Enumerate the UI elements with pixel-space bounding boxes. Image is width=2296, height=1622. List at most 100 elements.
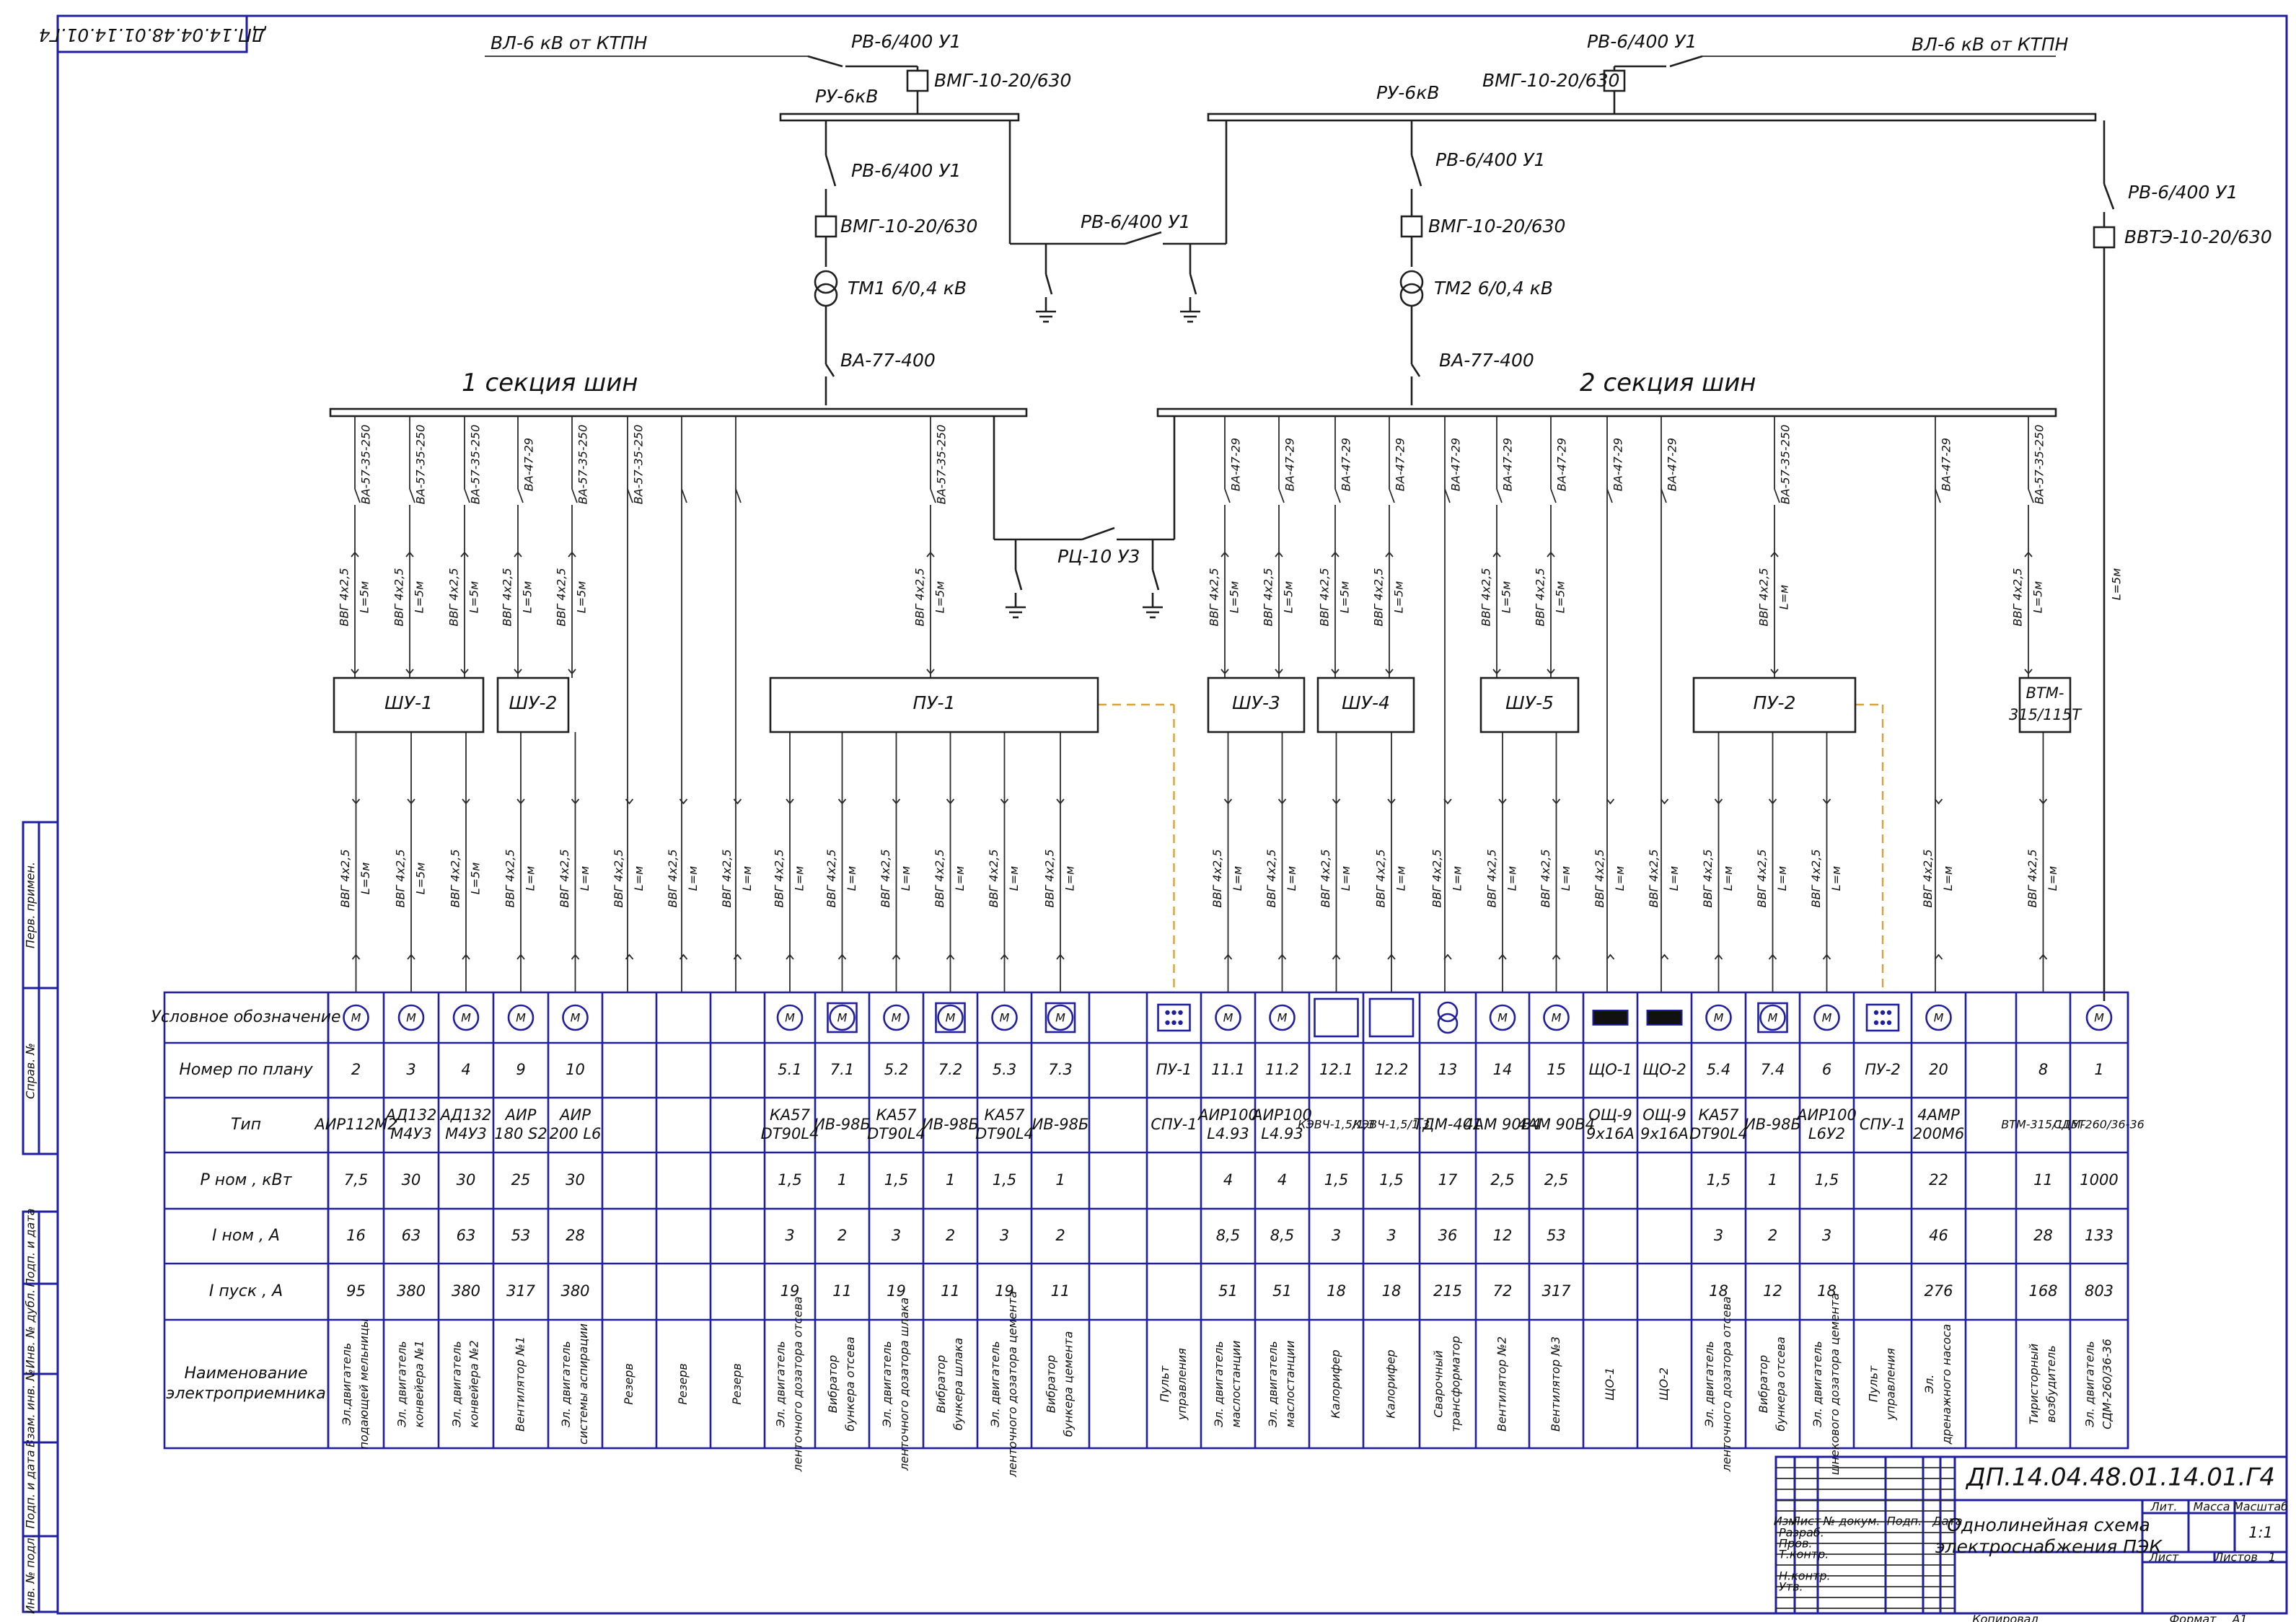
cabinet-label: ШУ-3	[1232, 692, 1280, 713]
drawing-frame	[56, 14, 2288, 1615]
cable-arrow	[1606, 953, 1615, 960]
cabinet-label: ШУ-2	[509, 692, 558, 713]
side-stamp-cell-inner	[22, 987, 40, 1155]
cell-value: 8	[2038, 1061, 2048, 1078]
cable-length: L=5м	[414, 863, 428, 895]
breaker-contact	[1496, 488, 1503, 503]
cell-value: 380	[452, 1282, 480, 1300]
consumer-name: подающей мельницы	[357, 1319, 371, 1450]
cable-arrow	[516, 953, 525, 960]
cell-value: ЩО-2	[1642, 1061, 1686, 1078]
motor-letter: M	[1000, 1011, 1010, 1025]
motor-letter: M	[571, 1011, 581, 1025]
cell-value: АД132	[384, 1106, 437, 1124]
bus-tie-rc: РЦ-10 У3	[1057, 546, 1140, 567]
cell-value: 168	[2028, 1282, 2057, 1300]
ru-left-label: РУ-6кВ	[815, 86, 879, 107]
breaker-contact	[409, 488, 415, 503]
cable-length: L=5м	[358, 581, 371, 614]
consumer-name: Калорифер	[1329, 1349, 1342, 1418]
cell-value: 1000	[2080, 1171, 2118, 1189]
cable-type: ВВГ 4х2,5	[1043, 849, 1057, 907]
cabinet-box	[1479, 676, 1580, 733]
cell-value: 8,5	[1216, 1227, 1240, 1244]
cell-value: 4	[1277, 1171, 1287, 1189]
cable-length: L=м	[1231, 866, 1244, 891]
cable-arrow	[1770, 551, 1779, 557]
consumer-name: Эл. двигатель	[880, 1341, 894, 1428]
cable-arrow	[351, 551, 359, 557]
cell-value: 2	[946, 1227, 955, 1244]
cell-value: М4У3	[445, 1125, 487, 1142]
hv-left-vmg: ВМГ-10-20/630	[934, 70, 1071, 91]
cell-value: 11.2	[1265, 1061, 1299, 1078]
motor-letter: M	[406, 1011, 416, 1025]
cable-type: ВВГ 4х2,5	[392, 568, 406, 626]
consumer-name: бункера шлака	[951, 1338, 965, 1431]
cell-value: 1	[837, 1171, 847, 1189]
tb-header: № докум.	[1823, 1515, 1881, 1528]
motor-letter: M	[1822, 1011, 1832, 1025]
cable-arrow	[460, 551, 469, 557]
cable-type: ВВГ 4х2,5	[913, 568, 927, 626]
symbol-M: M	[1489, 1004, 1516, 1031]
side-stamp-label: Подп. и дата	[24, 1209, 38, 1287]
cell-value: 5.1	[778, 1061, 801, 1078]
breaker-contact	[1389, 488, 1395, 503]
cable-arrow	[1660, 953, 1669, 960]
cell-value: 16	[346, 1227, 366, 1244]
cell-value: 46	[1929, 1227, 1948, 1244]
cable-type: ВВГ 4х2,5	[1262, 568, 1275, 626]
consumer-name: Эл. двигатель	[1811, 1341, 1824, 1428]
top-stamp: ДП.14.04.48.01.14.01.Г4	[39, 25, 267, 45]
cell-value: 276	[1924, 1282, 1953, 1300]
cable-arrow	[1443, 798, 1452, 805]
cabinet-box	[333, 676, 485, 733]
cable-type: ВВГ 4х2,5	[2011, 568, 2025, 626]
hv-motor-vvte: ВВТЭ-10-20/630	[2124, 226, 2272, 247]
consumer-name: Вибратор	[1756, 1355, 1770, 1413]
consumer-name: системы аспирации	[576, 1323, 590, 1445]
symbol-Mb: M	[827, 1002, 858, 1033]
cable-arrow	[625, 953, 634, 960]
cell-value: 2,5	[1544, 1171, 1568, 1189]
cell-value: 2,5	[1490, 1171, 1514, 1189]
cell-value: L6У2	[1808, 1125, 1845, 1142]
cell-value: 11	[1051, 1282, 1070, 1300]
breaker-contact	[1550, 488, 1557, 503]
cell-value: СПУ-1	[1860, 1116, 1906, 1133]
motor-letter: M	[1277, 1011, 1288, 1025]
cable-arrow	[1220, 669, 1229, 675]
hv-left-branch-vmg: ВМГ-10-20/630	[840, 216, 977, 237]
cable-length: L=м	[686, 866, 700, 891]
cabinet-label: ПУ-2	[1754, 692, 1796, 713]
cable-length: L=5м	[1554, 581, 1567, 614]
cable-arrow	[514, 551, 522, 557]
cable-arrow	[514, 669, 522, 675]
cable-arrow	[462, 798, 470, 805]
cell-value: 6	[1822, 1061, 1831, 1078]
hv-left-branch-rv: РВ-6/400 У1	[851, 160, 961, 181]
cell-value: КА57	[1699, 1106, 1740, 1124]
consumer-name: шнекового дозатора цемента	[1828, 1293, 1842, 1475]
cell-value: 28	[566, 1227, 585, 1244]
cabinet-box	[1316, 676, 1415, 733]
cable-arrow	[679, 798, 688, 805]
cell-value: 180 S2	[494, 1125, 547, 1142]
cable-arrow	[926, 551, 935, 557]
cell-value: 22	[1929, 1171, 1948, 1189]
consumer-name: конвейера №1	[413, 1340, 426, 1427]
breaker-contact	[681, 488, 687, 503]
hv-tie-label: РВ-6/400 У1	[1081, 211, 1190, 232]
cable-arrow	[1822, 798, 1831, 805]
cell-value: 200 L6	[550, 1125, 602, 1142]
cell-value: 30	[402, 1171, 421, 1189]
cable-length: L=м	[1063, 866, 1077, 891]
cell-value: 1	[2094, 1061, 2103, 1078]
cell-value: 3	[892, 1227, 901, 1244]
symbol-lamp	[1592, 1010, 1629, 1026]
cable-type: ВВГ 4х2,5	[879, 849, 892, 907]
cable-type: ВВГ 4х2,5	[1534, 568, 1547, 626]
